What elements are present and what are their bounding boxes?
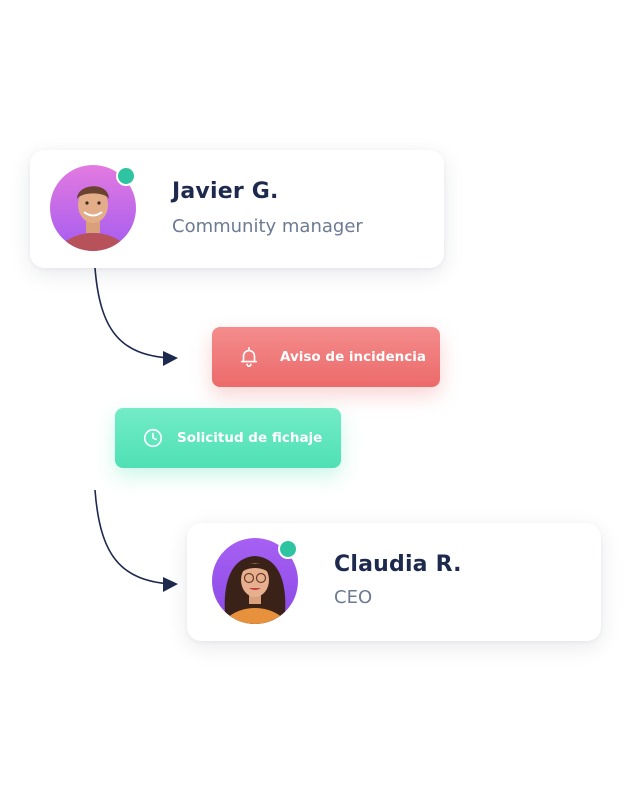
- incident-notice-button[interactable]: Aviso de incidencia: [212, 327, 440, 387]
- incident-notice-label: Aviso de incidencia: [280, 349, 426, 365]
- user-role: Community manager: [172, 216, 363, 237]
- clock-icon: [142, 427, 164, 449]
- bell-icon: [238, 346, 260, 368]
- connector-arrow-to-claudia: [94, 489, 171, 585]
- arrow-head-claudia: [163, 577, 178, 592]
- user-card-claudia[interactable]: Claudia R. CEO: [187, 523, 601, 641]
- connector-arrow-to-incident: [94, 267, 171, 359]
- avatar: [212, 538, 298, 624]
- arrow-head-incident: [163, 351, 178, 366]
- user-role: CEO: [334, 587, 373, 608]
- clock-in-request-label: Solicitud de fichaje: [177, 430, 323, 446]
- clock-in-request-button[interactable]: Solicitud de fichaje: [115, 408, 341, 468]
- user-name: Claudia R.: [334, 552, 462, 577]
- online-status-dot: [278, 539, 298, 559]
- user-card-javier[interactable]: Javier G. Community manager: [30, 150, 444, 268]
- user-name: Javier G.: [172, 179, 279, 204]
- online-status-dot: [116, 166, 136, 186]
